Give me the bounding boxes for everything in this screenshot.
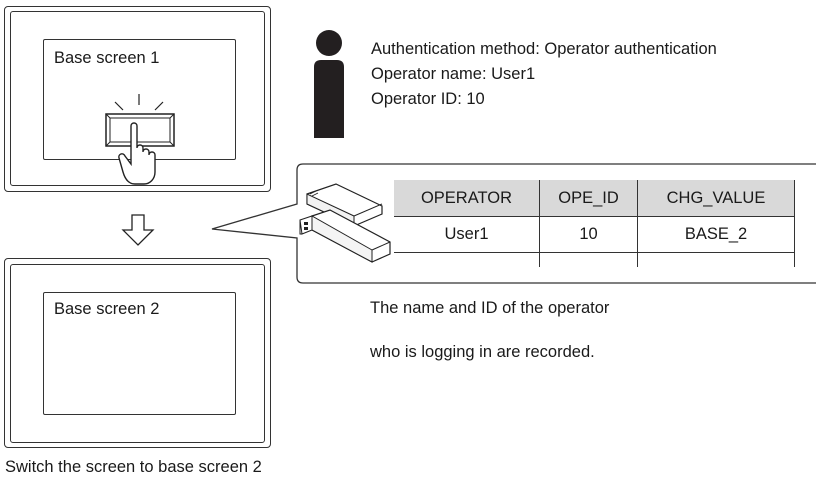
log-header-operator: OPERATOR [394,180,540,217]
operation-log-table: OPERATOR OPE_ID CHG_VALUE User1 10 BASE_… [394,180,795,267]
auth-method-text: Authentication method: Operator authenti… [371,40,717,58]
note-line-2: who is logging in are recorded. [370,343,595,361]
note-line-1: The name and ID of the operator [370,299,610,317]
log-header-chg-value: CHG_VALUE [637,180,795,217]
table-row [394,252,795,268]
log-cell-empty [637,252,795,267]
switch-caption: Switch the screen to base screen 2 [5,458,262,476]
operator-person-icon [314,30,344,138]
table-row: User1 10 BASE_2 [394,216,795,253]
log-cell-empty [394,253,540,268]
operator-id-text: Operator ID: 10 [371,90,485,108]
got-panel-bottom-bezel [10,264,265,443]
usb-drive-icon [299,209,391,263]
screen-base-2 [43,292,236,415]
operator-name-text: Operator name: User1 [371,65,536,83]
got-panel-top-bezel [10,11,265,186]
log-cell-operator: User1 [394,216,540,253]
log-cell-empty [539,252,638,267]
log-table-header-row: OPERATOR OPE_ID CHG_VALUE [394,180,795,217]
down-arrow-icon [121,214,155,246]
log-cell-ope-id: 10 [539,216,638,253]
log-header-ope-id: OPE_ID [539,180,638,217]
screen-base-2-label: Base screen 2 [54,300,160,318]
touch-hand-icon [105,94,175,185]
screen-base-1-label: Base screen 1 [54,49,160,67]
log-cell-chg-value: BASE_2 [637,216,795,253]
